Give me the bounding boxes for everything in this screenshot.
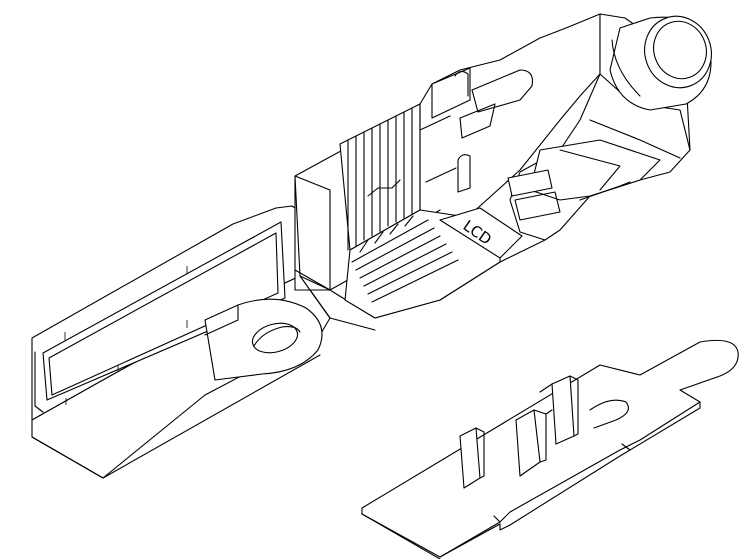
clip-plate <box>361 339 739 558</box>
marking-plate <box>439 207 523 259</box>
contact-comb <box>339 103 501 319</box>
mounting-hole <box>251 322 299 354</box>
clip-tab-3 <box>551 375 575 445</box>
clip-tab-1 <box>459 427 481 489</box>
left-arm-slot <box>42 221 286 401</box>
ground-clip <box>361 339 739 559</box>
push-button <box>609 15 712 111</box>
